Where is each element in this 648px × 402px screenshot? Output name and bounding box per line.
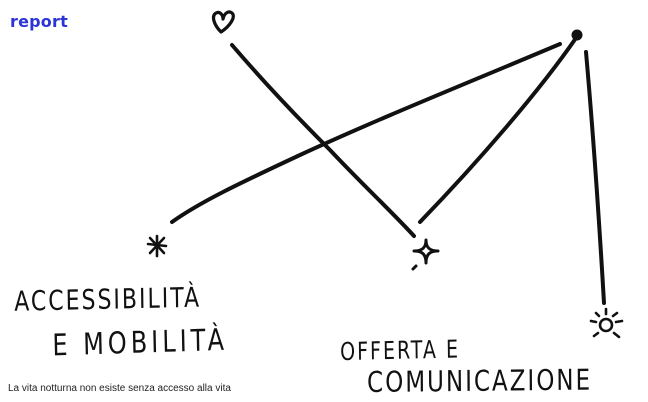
link-heart-sparkle (230, 43, 416, 238)
asterisk-icon (146, 234, 168, 258)
link-dot-sun (584, 50, 606, 305)
brand-logo: report (10, 12, 68, 31)
link-dot-sparkle (418, 36, 578, 224)
label-accessibility-line2: E MOBILITÀ (52, 322, 229, 363)
label-accessibility-line1: ACCESSIBILITÀ (14, 282, 202, 319)
label-offer-line1: OFFERTA E (340, 335, 461, 367)
label-offer-line2: COMUNICAZIONE (367, 364, 593, 400)
sun-icon (589, 307, 624, 339)
caption-text: La vita notturna non esiste senza access… (8, 383, 231, 394)
dot-icon (571, 29, 583, 41)
heart-icon (211, 10, 235, 34)
sparkle-icon (411, 238, 440, 271)
link-dot-asterisk (170, 42, 562, 224)
